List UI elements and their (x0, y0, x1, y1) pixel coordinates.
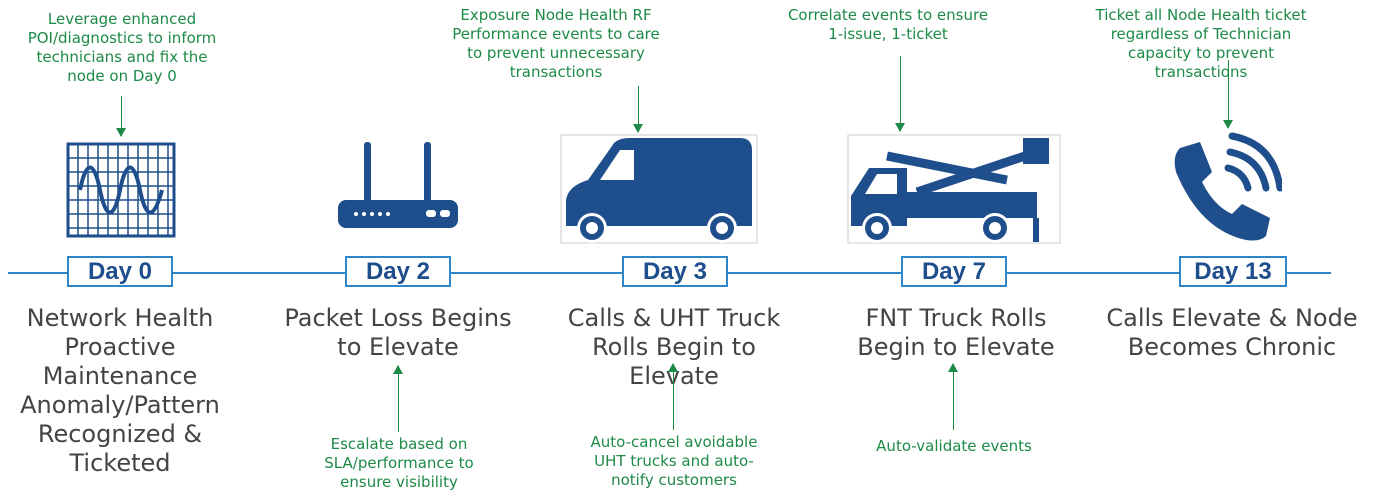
day13-label: Day 13 (1179, 256, 1287, 287)
day3-description: Calls & UHT Truck Rolls Begin to Elevate (567, 304, 781, 390)
day3-bottom-note: Auto-cancel avoidable UHT trucks and aut… (590, 433, 758, 489)
day3-up-arrow (668, 363, 678, 430)
day2-up-arrow (393, 365, 403, 432)
day2-description: Packet Loss Begins to Elevate (284, 304, 512, 361)
day13-down-arrow (1223, 60, 1233, 129)
day2-label: Day 2 (345, 256, 451, 287)
day0-label: Day 0 (67, 256, 173, 287)
day0-description: Network Health Proactive Maintenance Ano… (20, 304, 220, 477)
phone-icon (1174, 132, 1282, 241)
day7-down-arrow (895, 56, 905, 132)
van-icon (560, 134, 758, 244)
bucket-truck-icon (847, 134, 1061, 244)
day0-down-arrow (116, 96, 126, 137)
router-icon (338, 142, 458, 228)
day7-up-arrow (948, 363, 958, 430)
day3-top-note: Exposure Node Health RF Performance even… (452, 6, 660, 81)
day7-description: FNT Truck Rolls Begin to Elevate (857, 304, 1055, 361)
day7-bottom-note: Auto-validate events (876, 437, 1032, 455)
day7-label: Day 7 (901, 256, 1007, 287)
day7-top-note: Correlate events to ensure 1-issue, 1-ti… (787, 6, 989, 43)
day2-bottom-note: Escalate based on SLA/performance to ens… (324, 435, 474, 491)
day13-top-note: Ticket all Node Health ticket regardless… (1095, 6, 1307, 81)
oscilloscope-icon (66, 142, 176, 238)
day13-description: Calls Elevate & Node Becomes Chronic (1106, 304, 1358, 361)
day0-top-note: Leverage enhanced POI/diagnostics to inf… (27, 10, 217, 85)
day3-down-arrow (633, 86, 643, 133)
day3-label: Day 3 (622, 256, 728, 287)
